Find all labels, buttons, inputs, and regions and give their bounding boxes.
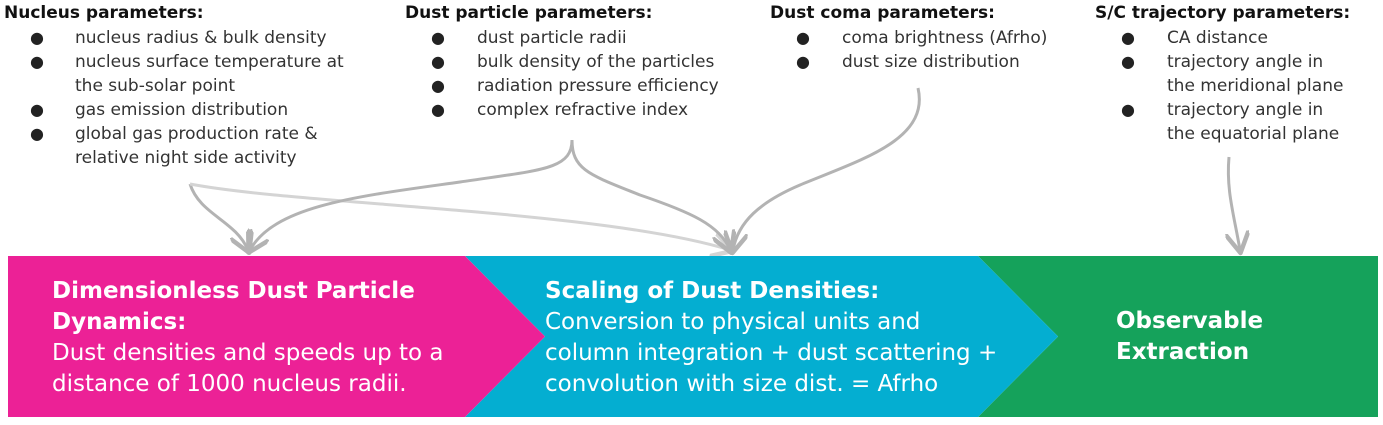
list-item: ● nucleus radius & bulk density [30, 26, 344, 50]
list-item-text: global gas production rate & [75, 124, 318, 144]
stage-2-description: convolution with size dist. = Afrho [545, 371, 939, 397]
bullet-icon: ● [1121, 52, 1135, 71]
bullet-icon: ● [796, 28, 810, 47]
list-item-text: relative night side activity [75, 148, 297, 168]
list-item: ● dust size distribution [796, 50, 1047, 74]
dust-particle-parameters-heading: Dust particle parameters: [405, 3, 653, 23]
stage-1-title: Dimensionless Dust Particle [52, 278, 415, 304]
list-item-text: CA distance [1167, 28, 1268, 48]
bullet-icon: ● [431, 52, 445, 71]
list-item-text: radiation pressure efficiency [477, 76, 719, 96]
list-item-text: nucleus radius & bulk density [75, 28, 327, 48]
list-item: ● gas emission distribution [30, 98, 344, 122]
nucleus-parameters-group: Nucleus parameters: ● nucleus radius & b… [4, 2, 344, 170]
list-item-text: trajectory angle in [1167, 100, 1324, 120]
list-item-text: bulk density of the particles [477, 52, 715, 72]
connector-particle-to-stage1 [250, 139, 574, 250]
list-item: ● trajectory angle in the meridional pla… [1121, 50, 1350, 98]
bullet-icon: ● [30, 100, 44, 119]
sc-trajectory-parameters-list: ● CA distance ● trajectory angle in the … [1121, 26, 1350, 146]
dust-particle-parameters-list: ● dust particle radii ● bulk density of … [431, 26, 719, 122]
stage-2-title: Scaling of Dust Densities: [545, 278, 880, 304]
stage-1-chevron [8, 256, 545, 417]
connector-nucleus-to-stage1 [188, 183, 248, 250]
list-item: ● bulk density of the particles [431, 50, 719, 74]
list-item-text: the equatorial plane [1167, 124, 1340, 144]
list-item: ● nucleus surface temperature at the sub… [30, 50, 344, 98]
dust-coma-parameters-list: ● coma brightness (Afrho) ● dust size di… [796, 26, 1047, 74]
stage-1-description: distance of 1000 nucleus radii. [52, 371, 407, 397]
list-item: ● global gas production rate & relative … [30, 122, 344, 170]
bullet-icon: ● [431, 28, 445, 47]
list-item: ● trajectory angle in the equatorial pla… [1121, 98, 1350, 146]
list-item-text: gas emission distribution [75, 100, 289, 120]
stage-2-chevron [465, 256, 1058, 417]
bullet-icon: ● [30, 124, 44, 143]
list-item-text: nucleus surface temperature at [75, 52, 344, 72]
bullet-icon: ● [1121, 100, 1135, 119]
stage-2-description: column integration + dust scattering + [545, 340, 998, 366]
list-item-text: dust particle radii [477, 28, 627, 48]
connector-coma-to-stage2 [733, 87, 921, 250]
stage-1-dimensionless-dynamics: Dimensionless Dust Particle Dynamics: Du… [52, 276, 472, 400]
stage-1-description: Dust densities and speeds up to a [52, 340, 444, 366]
list-item-text: trajectory angle in [1167, 52, 1324, 72]
bullet-icon: ● [431, 100, 445, 119]
bullet-icon: ● [431, 76, 445, 95]
stage-3-title: Extraction [1116, 339, 1250, 365]
list-item: ● dust particle radii [431, 26, 719, 50]
stage-3-title: Observable [1116, 308, 1264, 334]
bullet-icon: ● [796, 52, 810, 71]
list-item-text: dust size distribution [842, 52, 1020, 72]
bullet-icon: ● [30, 52, 44, 71]
stage-3-observable-extraction: Observable Extraction [1116, 306, 1336, 368]
connector-sc-to-stage3 [1228, 156, 1240, 250]
list-item: ● CA distance [1121, 26, 1350, 50]
dust-coma-parameters-group: Dust coma parameters: ● coma brightness … [770, 2, 1047, 74]
list-item: ● radiation pressure efficiency [431, 74, 719, 98]
dust-particle-parameters-group: Dust particle parameters: ● dust particl… [405, 2, 719, 122]
connector-nucleus-to-stage2 [189, 182, 730, 250]
list-item: ● complex refractive index [431, 98, 719, 122]
list-item-text: complex refractive index [477, 100, 689, 120]
list-item-text: the meridional plane [1167, 76, 1344, 96]
stage-3-chevron [978, 256, 1378, 417]
stage-1-title: Dynamics: [52, 309, 187, 335]
list-item-text: the sub-solar point [75, 76, 236, 96]
connector-particle-to-stage2 [570, 139, 730, 250]
stage-2-description: Conversion to physical units and [545, 309, 921, 335]
list-item-text: coma brightness (Afrho) [842, 28, 1048, 48]
nucleus-parameters-heading: Nucleus parameters: [4, 3, 204, 23]
sc-trajectory-parameters-heading: S/C trajectory parameters: [1095, 3, 1351, 23]
bullet-icon: ● [30, 28, 44, 47]
nucleus-parameters-list: ● nucleus radius & bulk density ● nucleu… [30, 26, 344, 170]
bullet-icon: ● [1121, 28, 1135, 47]
sc-trajectory-parameters-group: S/C trajectory parameters: ● CA distance… [1095, 2, 1350, 146]
dust-coma-parameters-heading: Dust coma parameters: [770, 3, 995, 23]
list-item: ● coma brightness (Afrho) [796, 26, 1047, 50]
stage-2-scaling-of-dust-densities: Scaling of Dust Densities: Conversion to… [545, 276, 1015, 400]
